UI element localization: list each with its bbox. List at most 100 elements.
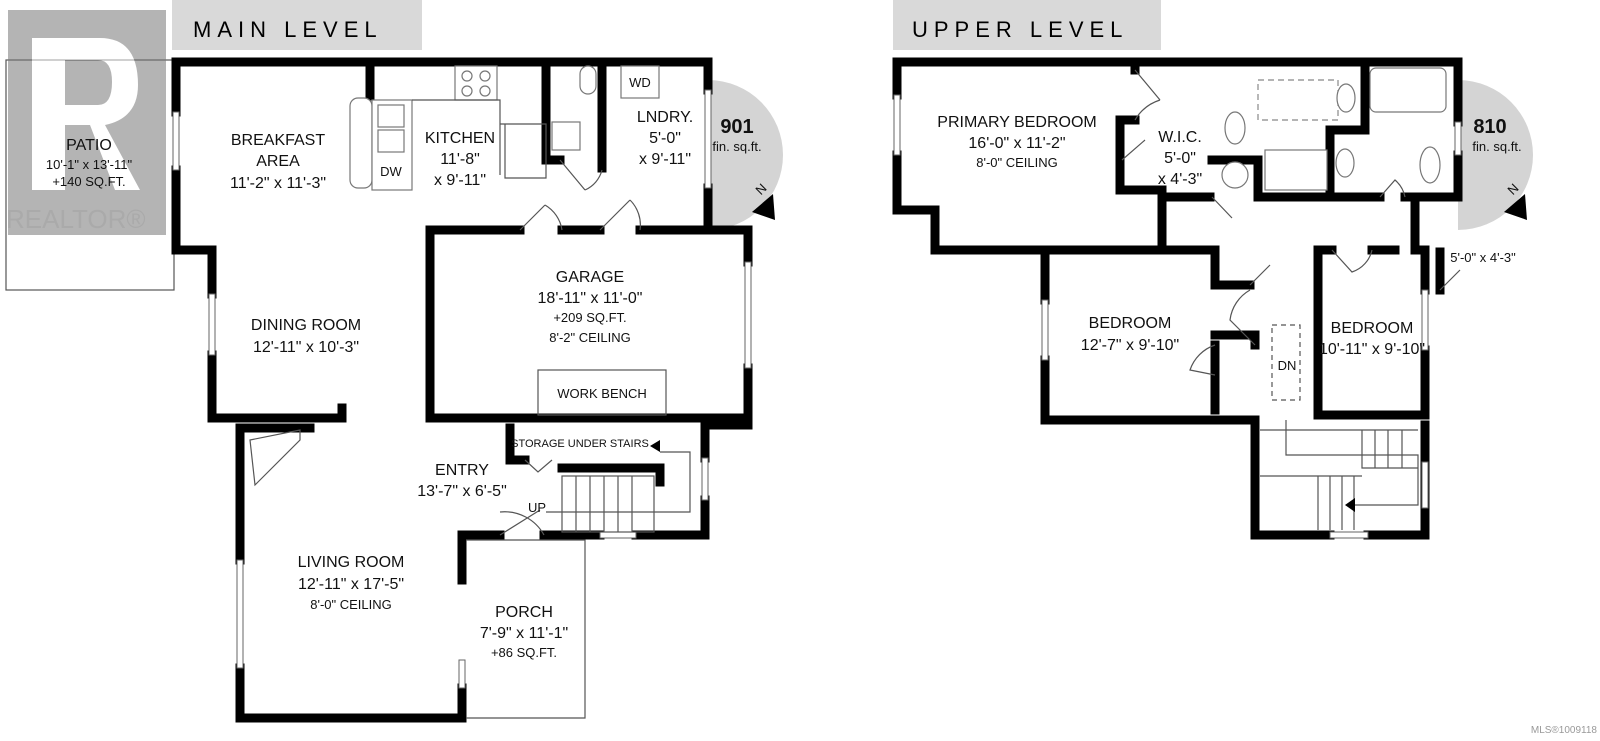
window [172,111,180,171]
main-level-plan: N 901 fin. sq.ft. DW [5,57,783,723]
burner [461,85,473,97]
kitchen-name: KITCHEN [425,130,495,147]
patio-labels: PATIO 10'-1" x 13'-11" +140 SQ.FT. [46,137,133,189]
laundry-dim: 5'-0" [649,130,681,147]
upper-level-title-bar [893,0,1161,50]
upper-sqft: 810 [1473,116,1506,138]
toilet-icon [1419,146,1441,184]
patio-extra: +140 SQ.FT. [52,174,125,189]
upper-stairs [1260,324,1419,530]
laundry-name: LNDRY. [637,109,693,126]
washer-dryer [620,65,660,99]
window [458,659,466,689]
patio-name: PATIO [66,137,112,154]
fireplace [249,429,301,487]
work-bench-label: WORK BENCH [557,386,647,401]
vanity-sink [1264,149,1328,191]
kitchen-counter [349,97,373,189]
garage-dim: 18'-11" x 11'-0" [538,290,643,307]
entry-name: ENTRY [435,462,489,479]
wic-dim: 5'-0" [1164,150,1196,167]
wic-dim-2: x 4'-3" [1158,171,1202,188]
upper-level-title: UPPER LEVEL [912,17,1128,42]
sink-icon [1335,148,1355,178]
window [1454,121,1462,156]
realtor-logo-text: REALTOR® [6,204,146,234]
burner [461,70,473,82]
porch-extra: +86 SQ.FT. [491,645,557,660]
window [1421,289,1429,351]
toilet-icon [1224,111,1246,145]
patio-dim: 10'-1" x 13'-11" [46,157,133,172]
door-swings [499,159,641,536]
kitchen-dim-2: x 9'-11" [434,172,486,189]
bedroom-2-dim: 12'-7" x 9'-10" [1081,337,1179,354]
shower-outline [1257,79,1339,121]
burner [479,85,491,97]
primary-bedroom-name: PRIMARY BEDROOM [937,114,1096,131]
upper-level-plan: N 810 fin. sq.ft. PRIMARY BEDROOM 16'-0"… [892,57,1533,540]
porch-dim: 7'-9" x 11'-1" [480,625,568,642]
stairs-down-label: DN [1278,358,1297,373]
compass-disc [1458,80,1533,230]
breakfast-dim: 11'-2" x 11'-3" [230,175,326,192]
storage-name: STORAGE UNDER STAIRS [511,438,649,450]
breakfast-name-2: AREA [256,153,300,170]
dining-name: DINING ROOM [251,317,361,334]
work-bench [537,369,667,416]
bathroom-sink [551,121,581,151]
garage-extra: +209 SQ.FT. [553,310,626,325]
primary-bedroom-ceiling: 8'-0" CEILING [976,155,1058,170]
bedroom-3-dim: 10'-11" x 9'-10" [1319,341,1425,358]
bedroom-2-name: BEDROOM [1089,315,1172,332]
north-arrow-icon [752,194,775,220]
north-arrow-icon [1504,194,1527,220]
sink-basin [377,104,405,128]
burner [479,70,491,82]
dishwasher-label: DW [380,164,402,179]
window [599,531,637,539]
porch-name: PORCH [495,604,553,621]
compass-disc [708,80,783,230]
garage-ceiling: 8'-2" CEILING [549,330,631,345]
washer-dryer-label: WD [629,75,651,90]
stair-arrow-icon [1345,498,1355,512]
breakfast-name: BREAKFAST [231,132,325,149]
sink-icon [1221,161,1249,189]
living-ceiling: 8'-0" CEILING [310,597,392,612]
window [893,94,901,156]
wic-name: W.I.C. [1158,129,1202,146]
primary-bedroom-dim: 16'-0" x 11'-2" [968,135,1065,152]
living-dim: 12'-11" x 17'-5" [298,576,404,593]
window [208,293,216,356]
realtor-watermark: REALTOR® [6,10,166,235]
upper-sqft-unit: fin. sq.ft. [1472,139,1521,154]
window [1329,531,1369,539]
realtor-r-logo-icon [32,38,140,190]
sink-basin [377,129,405,153]
stove-icon [454,65,498,101]
mls-number: MLS®1009118 [1531,725,1598,736]
laundry-dim-2: x 9'-11" [639,151,691,168]
closet-dim: 5'-0" x 4'-3" [1450,250,1516,265]
window [1421,461,1429,509]
main-sqft-unit: fin. sq.ft. [712,139,761,154]
bathtub-icon [1369,67,1447,113]
window [1041,299,1049,361]
main-level-title: MAIN LEVEL [193,17,383,42]
dining-dim: 12'-11" x 10'-3" [253,339,359,356]
toilet-icon [1336,83,1356,113]
window [704,89,712,189]
main-stairs [546,451,691,533]
living-name: LIVING ROOM [298,554,405,571]
stair-arrow-icon [650,440,660,452]
entry-dim: 13'-7" x 6'-5" [417,483,507,500]
bedroom-3-name: BEDROOM [1331,320,1414,337]
kitchen-dim: 11'-8" [440,151,480,168]
window [701,457,709,501]
garage-name: GARAGE [556,269,624,286]
toilet-icon [579,65,597,95]
window [744,261,752,369]
main-level-title-bar [172,0,422,50]
